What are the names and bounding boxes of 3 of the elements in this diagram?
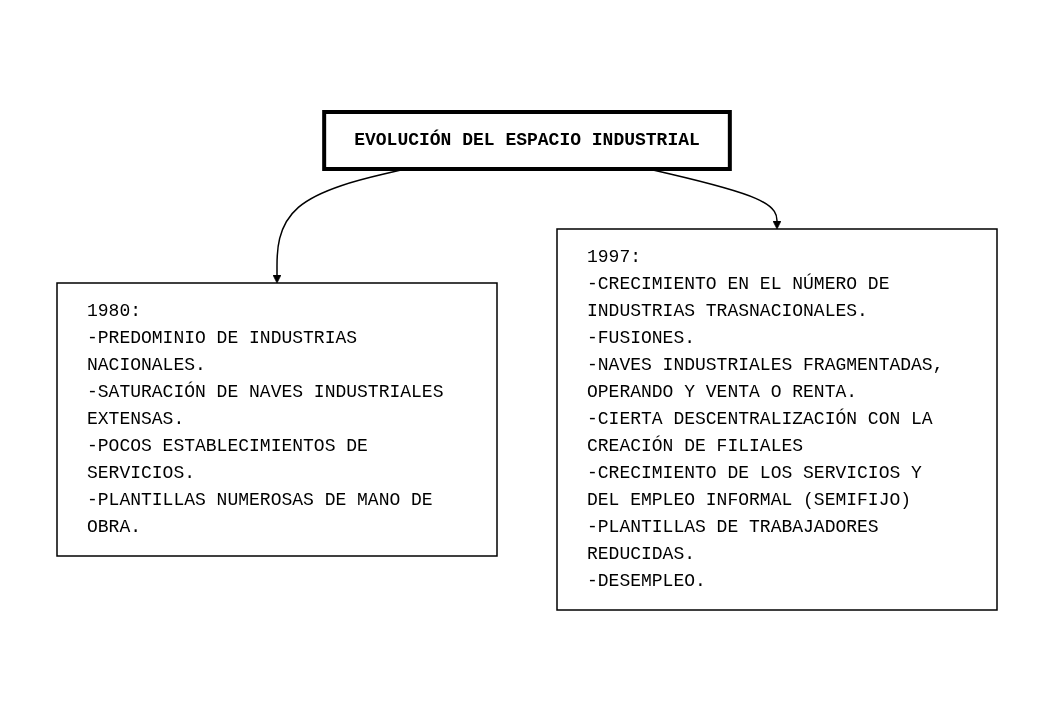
node-box: EVOLUCIÓN DEL ESPACIO INDUSTRIAL: [321, 109, 732, 171]
node-box: 1980: -PREDOMINIO DE INDUSTRIAS NACIONALES. -SATURACIÓN DE NAVES INDUSTRIALES EXTENSAS. -POCOS ESTABLECIMIENTOS DE SERVICIOS. -PLANTILLAS NUMEROSAS DE MANO DE OBRA.: [55, 281, 498, 557]
node-box: 1997: -CRECIMIENTO EN EL NÚMERO DE INDUSTRIAS TRASNACIONALES. -FUSIONES. -NAVES INDUSTRIALES FRAGMENTADAS, OPERANDO Y VENTA O RENTA. -CIERTA DESCENTRALIZACIÓN CON LA CREACIÓN DE FILIALES -CRECIMIENTO DE LOS SERVICIOS Y DEL EMPLEO INFORMAL (SEMIFIJO) -PLANTILLAS DE TRABAJADORES REDUCIDAS. -DESEMPLEO.: [555, 227, 998, 611]
